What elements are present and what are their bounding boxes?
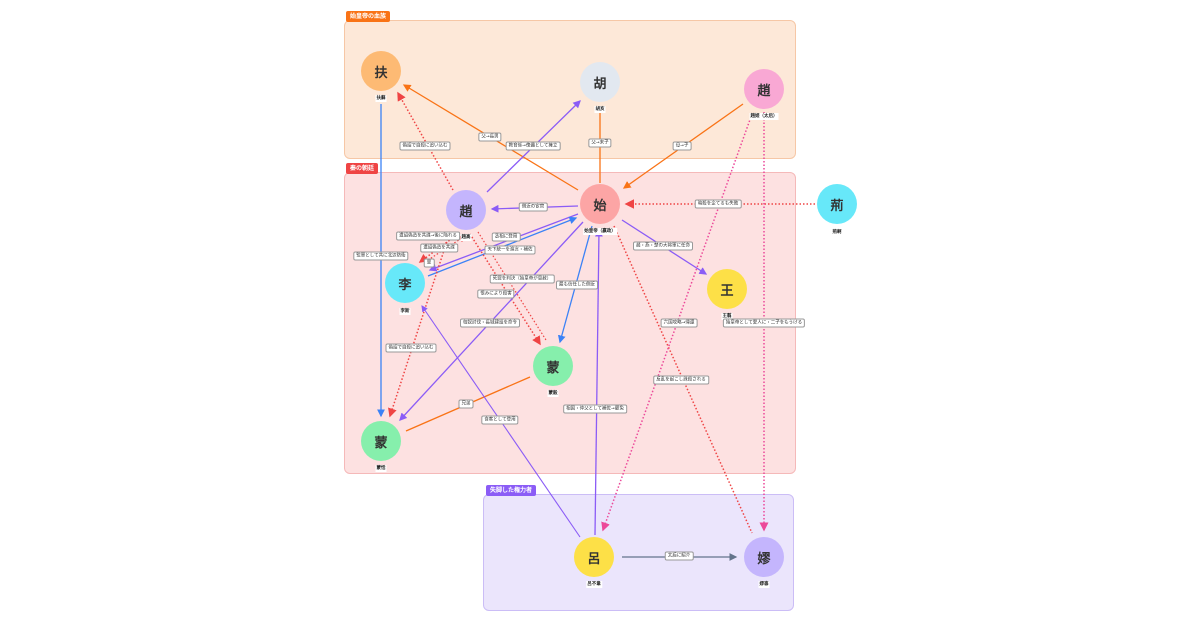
edge-label: 死罪を判決（始皇帝が恩赦） [489, 274, 555, 284]
edge-label: 兄弟 [458, 399, 474, 409]
edge-label: 偽詔で自殺に追い込む [399, 141, 451, 151]
group-label-court: 秦の朝廷 [346, 163, 379, 174]
edge-label: 六国攻略→帰還 [660, 318, 698, 328]
edge-zhaogao-mengyi-1 [469, 233, 541, 346]
node-mengtian[interactable]: 蒙 [361, 421, 401, 461]
edge-label: 恨みにより殺害 [477, 289, 515, 299]
edge-label: 母→子 [672, 141, 692, 151]
node-lao[interactable]: 嫪 [744, 537, 784, 577]
edge-label: 遺詔偽造を共謀 [420, 243, 458, 253]
node-lu-name: 呂不韋 [586, 581, 602, 588]
node-wang[interactable]: 王 [707, 269, 747, 309]
edge-label: 丞相に登用 [491, 232, 521, 242]
edge-label: 匈奴討伐・長城建設を命令 [460, 318, 520, 328]
node-jing[interactable]: 荊 [817, 184, 857, 224]
node-wang-name: 王翦 [721, 313, 733, 320]
node-lu[interactable]: 呂 [574, 537, 614, 577]
edge-zhaogao-fusu [397, 91, 454, 191]
node-zhaogao-name: 趙高 [460, 234, 472, 241]
edge-label: 最も信任した側近 [556, 280, 598, 290]
node-lao-name: 嫪毐 [758, 581, 770, 588]
node-zhaoji[interactable]: 趙 [744, 69, 784, 109]
node-mengyi[interactable]: 蒙 [533, 346, 573, 386]
node-shi-name: 始皇帝（嬴政） [583, 228, 617, 235]
edge-label: 遺詔偽造を共謀→後に陥れる [396, 231, 460, 241]
edge-label: 相国・仲父として補佐→罷免 [563, 404, 627, 414]
node-li-name: 李斯 [399, 308, 411, 315]
node-zhaogao[interactable]: 趙 [446, 190, 486, 230]
edge-label: 偽詔で自殺に追い込む [385, 343, 437, 353]
node-mengtian-name: 蒙恬 [375, 465, 387, 472]
node-fusu[interactable]: 扶 [361, 51, 401, 91]
edge-label: 食客として登用 [481, 415, 519, 425]
edge-label: 天下統一を進言・補佐 [484, 245, 536, 255]
group-label-fallen: 失脚した権力者 [486, 485, 537, 496]
edge-label: 暗殺を企てるも失敗 [694, 199, 742, 209]
edge-label: 罪 [423, 258, 435, 268]
node-li[interactable]: 李 [385, 263, 425, 303]
edge-label: 側近の宦官 [518, 202, 548, 212]
edge-label: 始皇帝として愛人に・二子をもうける [722, 318, 806, 328]
edge-label: 趙・燕・楚の大将軍に任命 [633, 241, 693, 251]
node-huhai[interactable]: 胡 [580, 62, 620, 102]
node-mengyi-name: 蒙毅 [547, 390, 559, 397]
group-label-imperial-family: 始皇帝の血族 [346, 11, 391, 22]
group-box-fallen [483, 494, 794, 611]
node-shi[interactable]: 始 [580, 184, 620, 224]
node-huhai-name: 胡亥 [594, 106, 606, 113]
edge-shi-li [428, 213, 579, 272]
node-zhaoji-name: 趙姫（太后） [749, 113, 779, 120]
edge-label: 太后に紹介 [664, 551, 694, 561]
node-fusu-name: 扶蘇 [375, 95, 387, 102]
edge-label: 父→末子 [588, 138, 612, 148]
edge-label: 反乱を起こし誅殺される [653, 375, 709, 385]
edge-zhaogao-mengtian [388, 231, 451, 418]
group-box-imperial-family [344, 20, 796, 159]
edge-label: 教育係→傀儡として擁立 [505, 141, 561, 151]
node-jing-name: 荊軻 [831, 229, 843, 236]
edge-lu-shi [594, 228, 603, 536]
edge-label: 監軍として共に北辺防衛 [353, 251, 409, 261]
edge-label: 父→長男 [478, 132, 502, 142]
